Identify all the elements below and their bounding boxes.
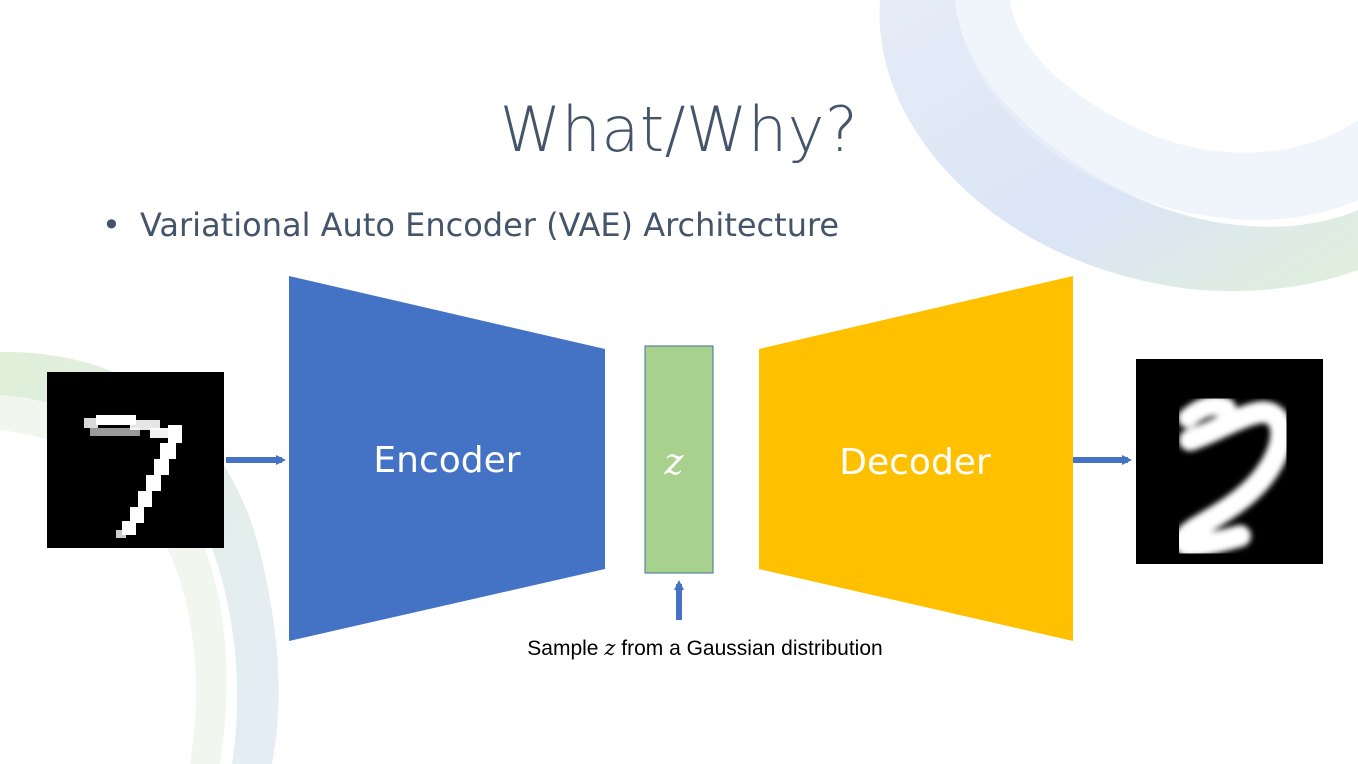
encoder-block: [289, 276, 605, 641]
swoosh-top-right-outer: [879, 0, 1358, 291]
slide-title: What/Why?: [499, 93, 859, 166]
latent-z-block: [644, 345, 714, 574]
latent-z-label: z: [664, 442, 685, 483]
decoder-label: Decoder: [839, 442, 991, 483]
swoosh-top-right-inner: [955, 0, 1358, 220]
bullet-item: • Variational Auto Encoder (VAE) Architec…: [102, 206, 839, 244]
bullet-text: Variational Auto Encoder (VAE) Architect…: [140, 206, 840, 244]
caption-variable: z: [604, 636, 616, 660]
decoder-block: [759, 276, 1073, 641]
caption-before: Sample: [527, 637, 605, 660]
caption-after: from a Gaussian distribution: [615, 637, 883, 660]
encoder-label: Encoder: [373, 440, 520, 481]
bullet-dot-icon: •: [102, 206, 121, 244]
sampling-caption: Sample z from a Gaussian distribution: [0, 636, 1358, 661]
input-digit-image: [47, 372, 224, 548]
output-digit-image: [1136, 359, 1323, 564]
